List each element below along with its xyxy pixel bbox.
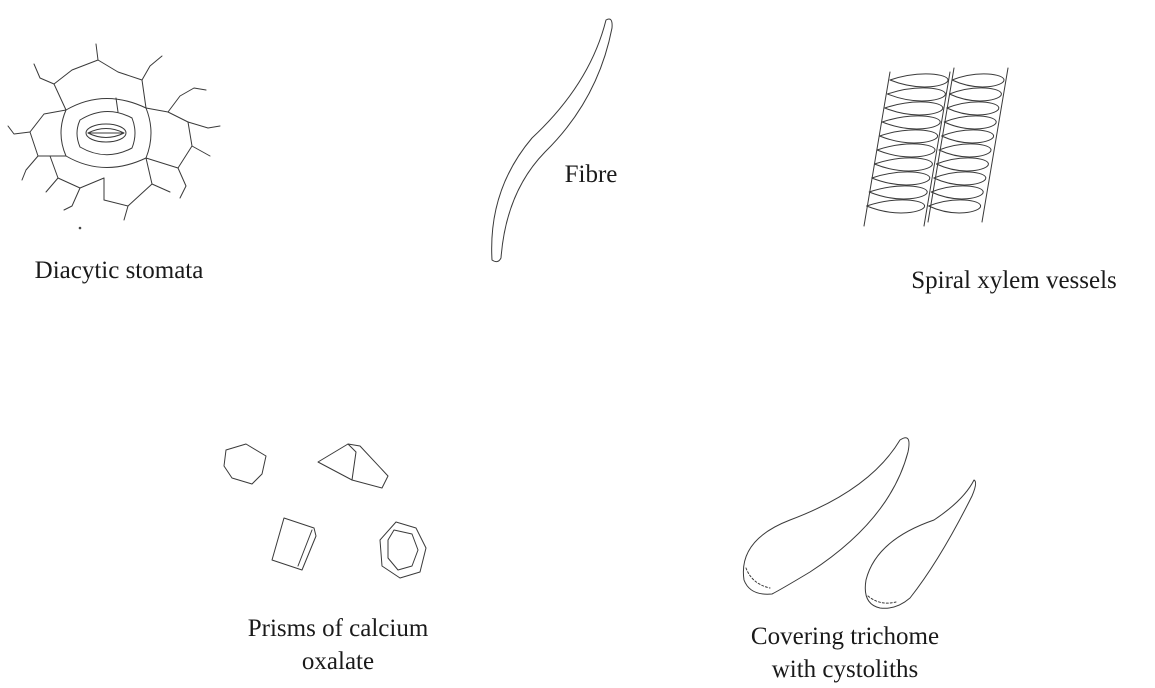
covering-trichome-label-line-1: Covering trichome <box>718 620 972 653</box>
diacytic-stomata-label: Diacytic stomata <box>6 254 232 287</box>
diacytic-stomata-drawing <box>8 44 220 229</box>
diacytic-stomata-label-line-1: Diacytic stomata <box>6 254 232 287</box>
covering-trichome-label: Covering trichome with cystoliths <box>718 620 972 686</box>
spiral-xylem-vessels-label-line-1: Spiral xylem vessels <box>878 264 1150 297</box>
covering-trichome-label-line-2: with cystoliths <box>718 653 972 686</box>
calcium-oxalate-prisms-label-line-2: oxalate <box>210 645 466 678</box>
covering-trichome-drawing <box>743 438 975 609</box>
spiral-xylem-vessels-label: Spiral xylem vessels <box>878 264 1150 297</box>
calcium-oxalate-prisms-drawing <box>224 444 426 578</box>
fibre-label: Fibre <box>546 158 636 191</box>
fibre-drawing <box>492 19 612 262</box>
fibre-label-line-1: Fibre <box>546 158 636 191</box>
spiral-xylem-vessels-drawing <box>864 68 1008 226</box>
calcium-oxalate-prisms-label: Prisms of calcium oxalate <box>210 612 466 678</box>
calcium-oxalate-prisms-label-line-1: Prisms of calcium <box>210 612 466 645</box>
